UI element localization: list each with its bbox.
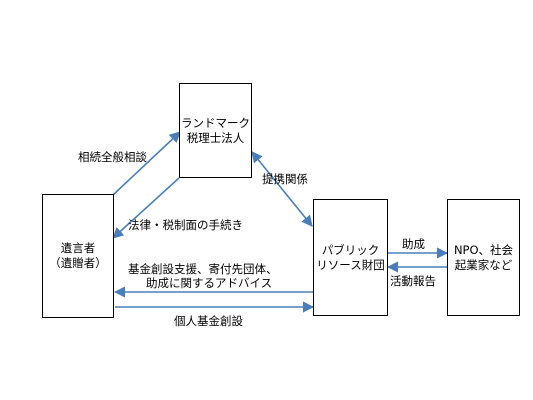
tax-firm-node: ランドマーク 税理士法人 [179,83,252,178]
tax-firm-label-line2: 税理士法人 [186,130,245,145]
tax-firm-label-line1: ランドマーク [181,115,250,130]
foundation-node: パブリック リソース財団 [313,199,388,316]
npo-label-line1: NPO、社会 [453,242,514,257]
testator-label-line2: （遺贈者） [49,256,107,270]
partnership-label: 提携関係 [262,172,308,186]
consultation-label: 相続全般相談 [78,150,147,164]
legal-tax-label: 法律・税制面の手続き [128,218,243,232]
npo-node: NPO、社会 起業家など [447,199,520,316]
testator-node: 遺言者 （遺贈者） [42,194,114,318]
activity-report-label: 活動報告 [390,274,436,288]
foundation-label-line1: パブリック [321,242,380,257]
grant-label: 助成 [402,237,425,251]
legal-tax-arrow [112,177,180,239]
advice-label-line2: 助成に関するアドバイス [146,276,273,290]
advice-label-line1: 基金創設支援、寄付先団体、 [128,262,278,276]
foundation-label-line2: リソース財団 [316,257,385,272]
npo-label-line2: 起業家など [454,257,513,272]
fund-creation-label: 個人基金創設 [174,314,243,328]
consultation-arrow [112,131,181,196]
partnership-arrow [251,151,313,227]
testator-label-line1: 遺言者 [60,241,96,255]
